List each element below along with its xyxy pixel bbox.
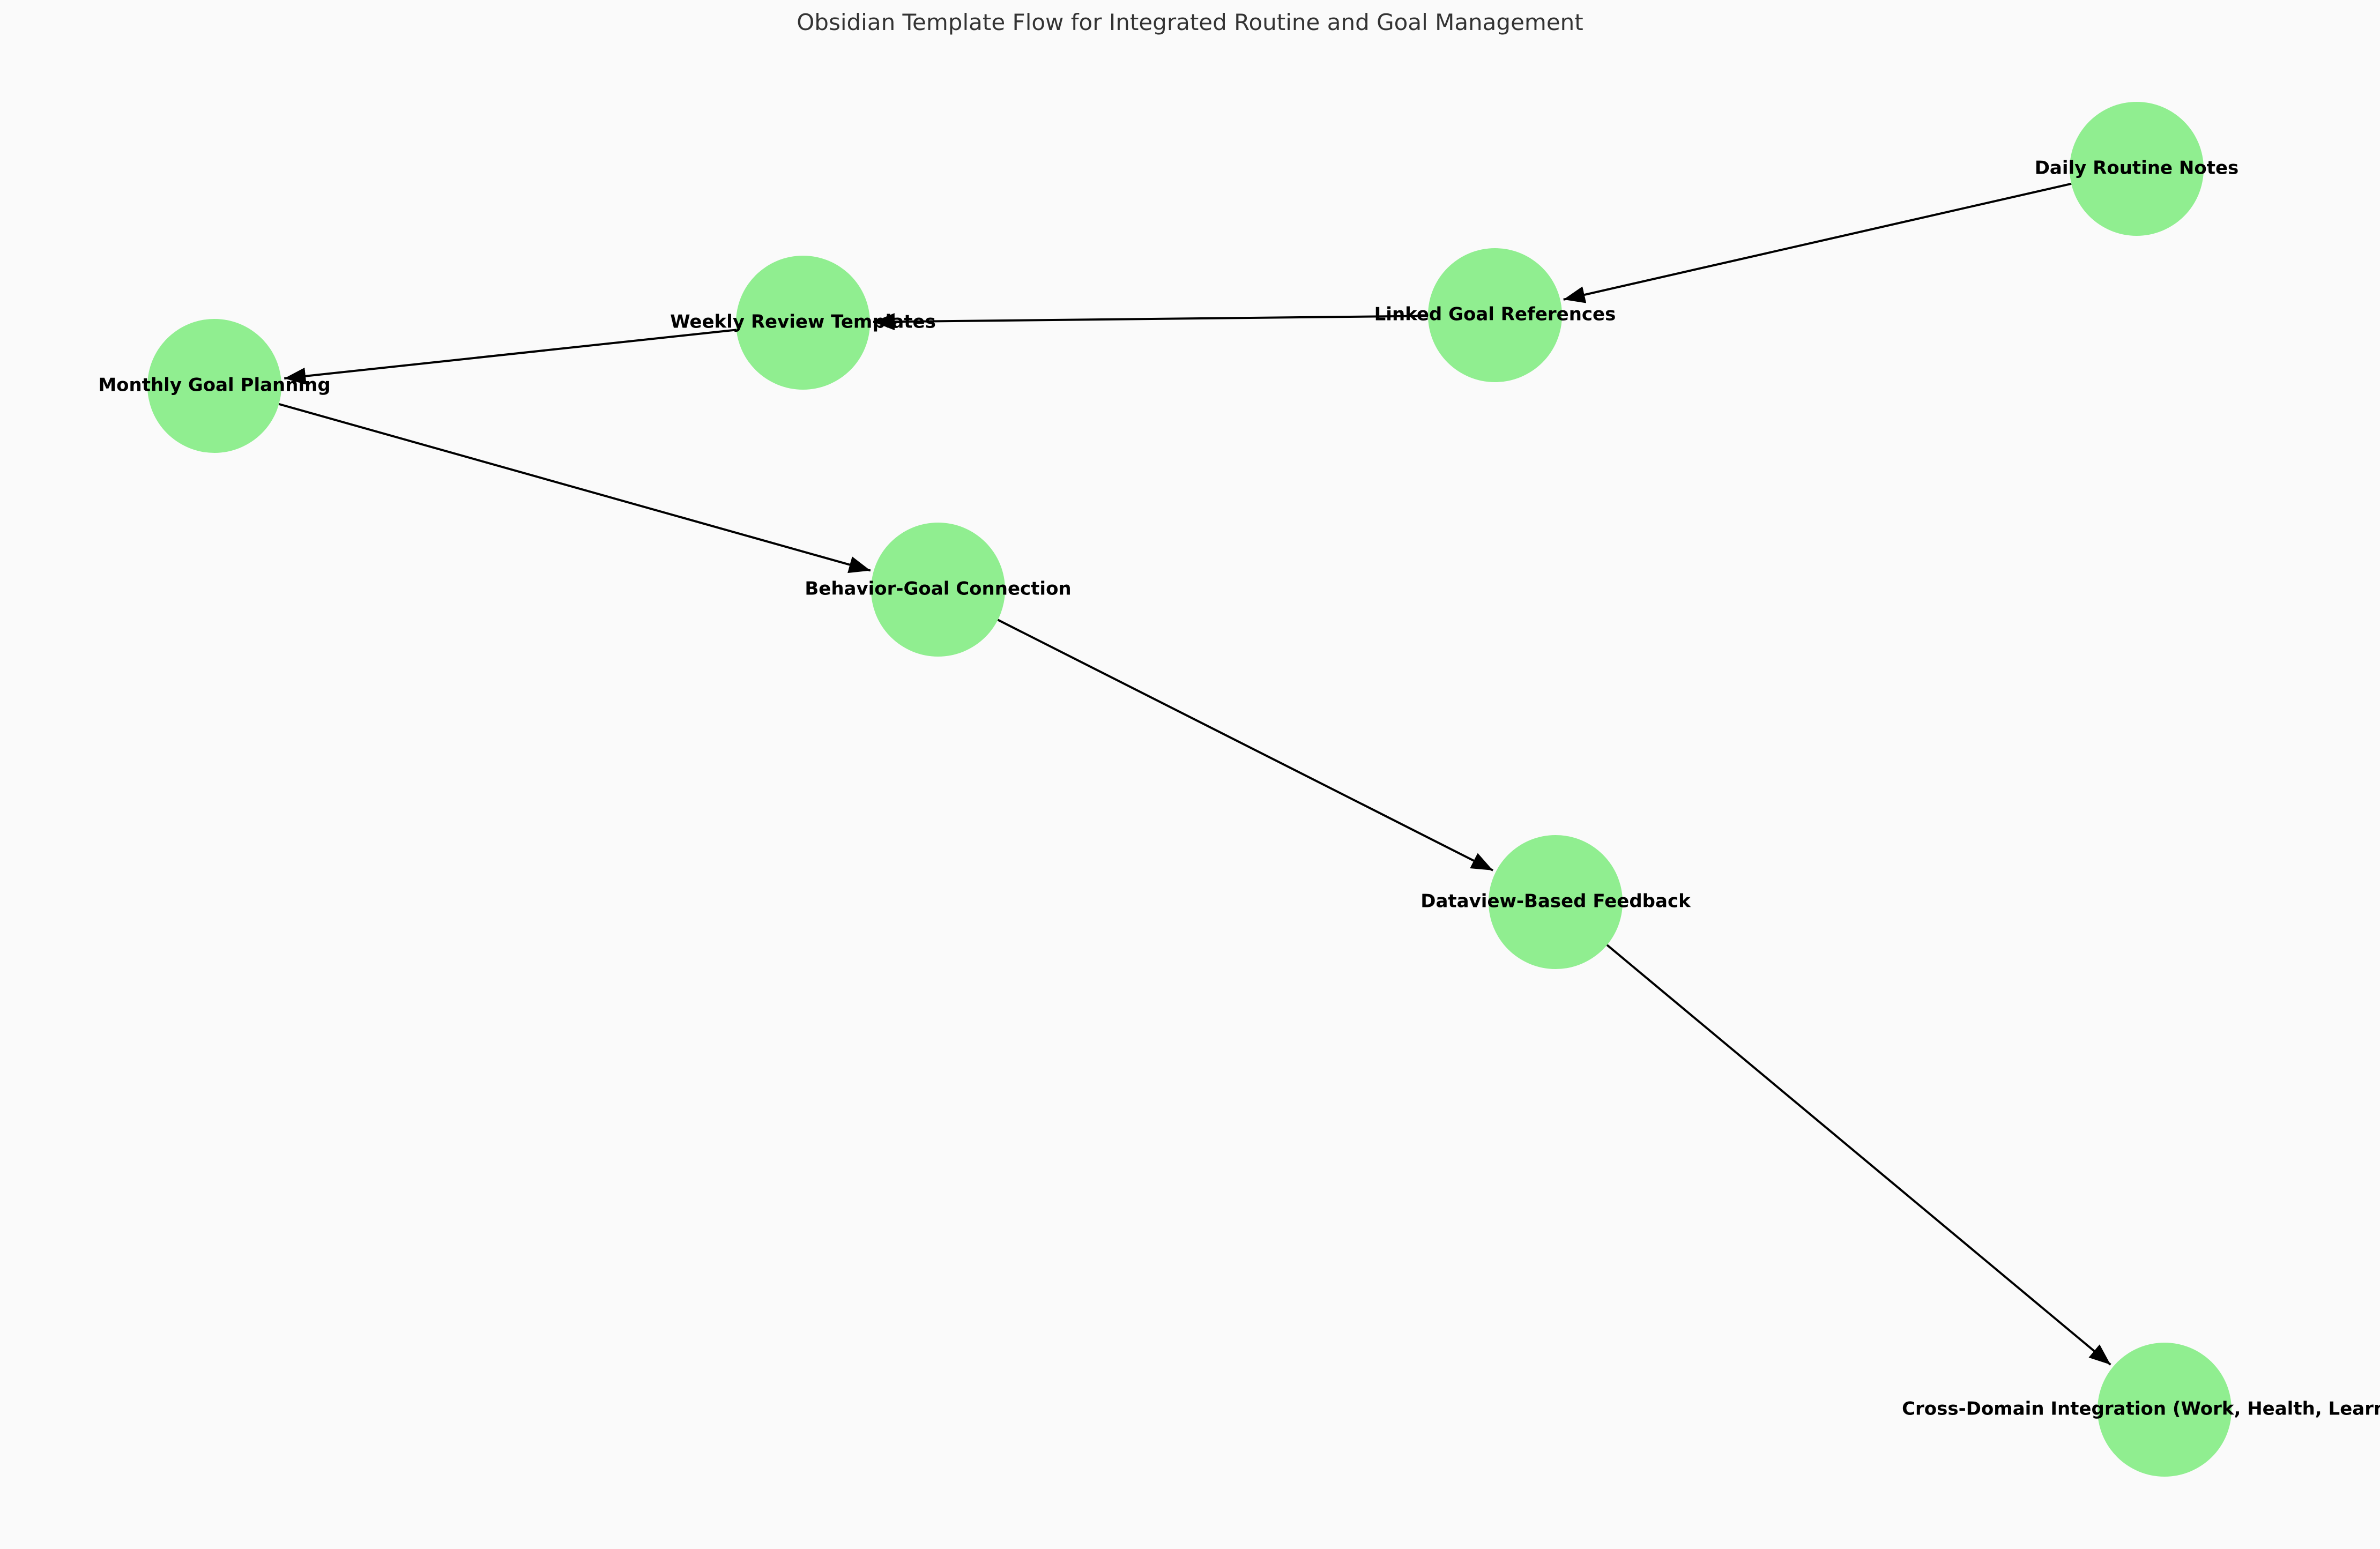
labels-layer: Monthly Goal Planning Weekly Review Templ…	[98, 158, 2380, 1420]
graph-node-label-daily-routine-notes: Daily Routine Notes	[2035, 158, 2239, 179]
graph-edge	[278, 403, 871, 574]
graph-node-label-linked-goal-references: Linked Goal References	[1374, 304, 1616, 325]
graph-node-linked-goal-references[interactable]	[1428, 248, 1562, 382]
graph-node-monthly-goal-planning[interactable]	[147, 319, 281, 453]
graph-node-behavior-goal-connection[interactable]	[871, 523, 1005, 657]
graph-node-weekly-review-templates[interactable]	[736, 256, 870, 390]
graph-edge	[873, 313, 1429, 331]
graph-node-label-monthly-goal-planning: Monthly Goal Planning	[98, 375, 330, 396]
graph-edge	[1606, 944, 2111, 1366]
nodes-layer	[147, 102, 2232, 1477]
graph-node-cross-domain-integration[interactable]	[2098, 1343, 2232, 1477]
graph-edge	[1563, 182, 2072, 303]
graph-node-label-dataview-based-feedback: Dataview-Based Feedback	[1420, 891, 1691, 912]
graph-edge	[997, 619, 1494, 872]
graph-node-label-weekly-review-templates: Weekly Review Templates	[670, 311, 936, 333]
page-title: Obsidian Template Flow for Integrated Ro…	[797, 9, 1583, 35]
graph-node-label-cross-domain-integration: Cross-Domain Integration (Work, Health, …	[1902, 1398, 2380, 1420]
edges-layer	[278, 182, 2111, 1366]
graph-node-daily-routine-notes[interactable]	[2070, 102, 2204, 236]
graph-node-label-behavior-goal-connection: Behavior-Goal Connection	[805, 578, 1071, 600]
graph-node-dataview-based-feedback[interactable]	[1489, 835, 1623, 969]
graph-edge	[284, 329, 737, 385]
